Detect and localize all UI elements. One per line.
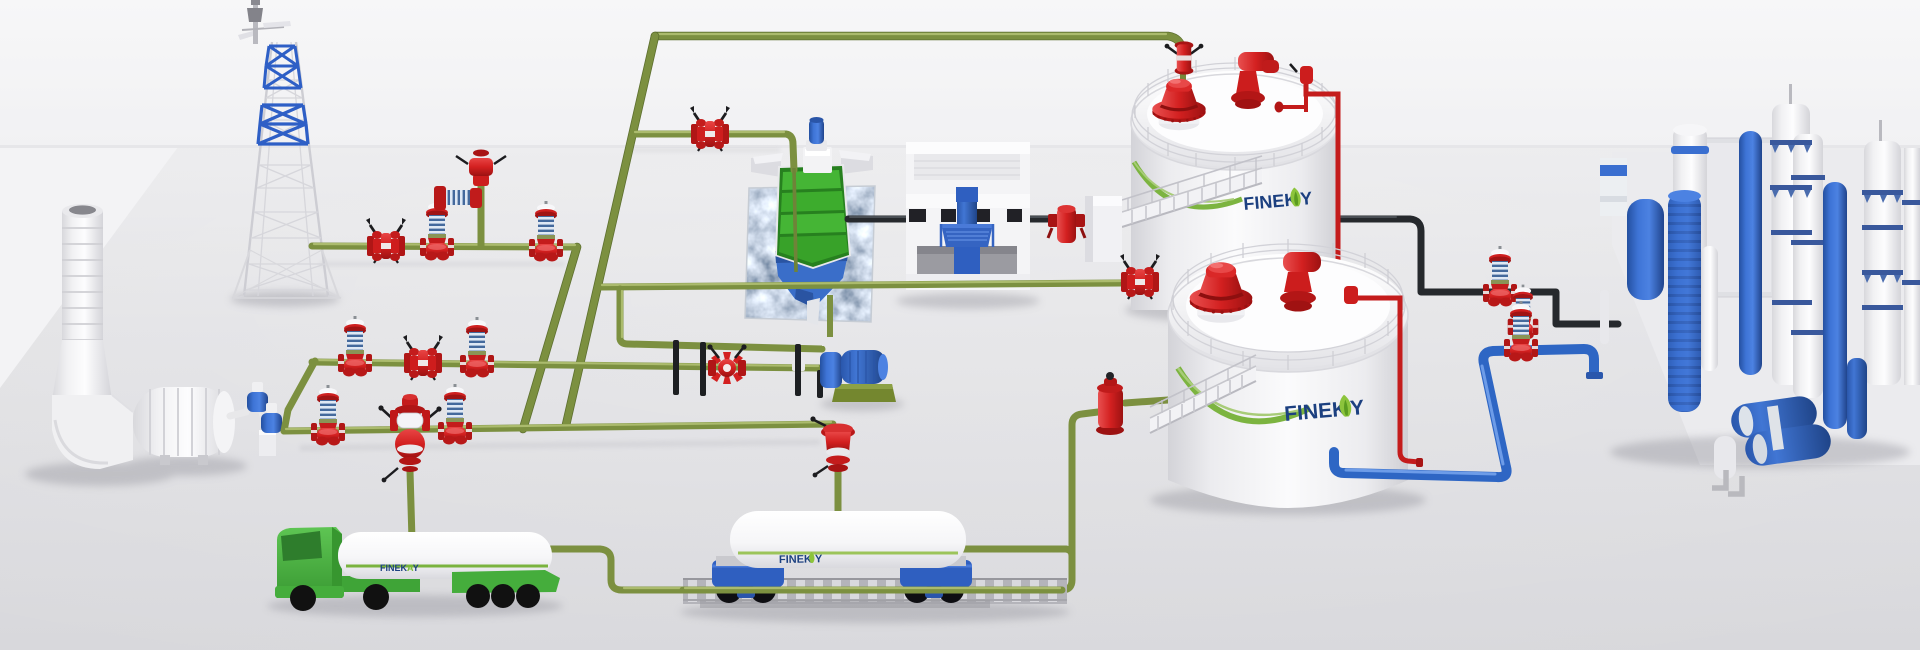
svg-text:Y: Y xyxy=(1299,188,1313,209)
svg-text:Y: Y xyxy=(1349,396,1365,420)
svg-text:Y: Y xyxy=(815,553,823,565)
svg-text:FINEK: FINEK xyxy=(779,553,812,566)
svg-text:FINEK: FINEK xyxy=(1243,189,1299,214)
svg-text:FINEK: FINEK xyxy=(1283,398,1348,426)
svg-text:FINEKAY: FINEKAY xyxy=(380,563,419,573)
